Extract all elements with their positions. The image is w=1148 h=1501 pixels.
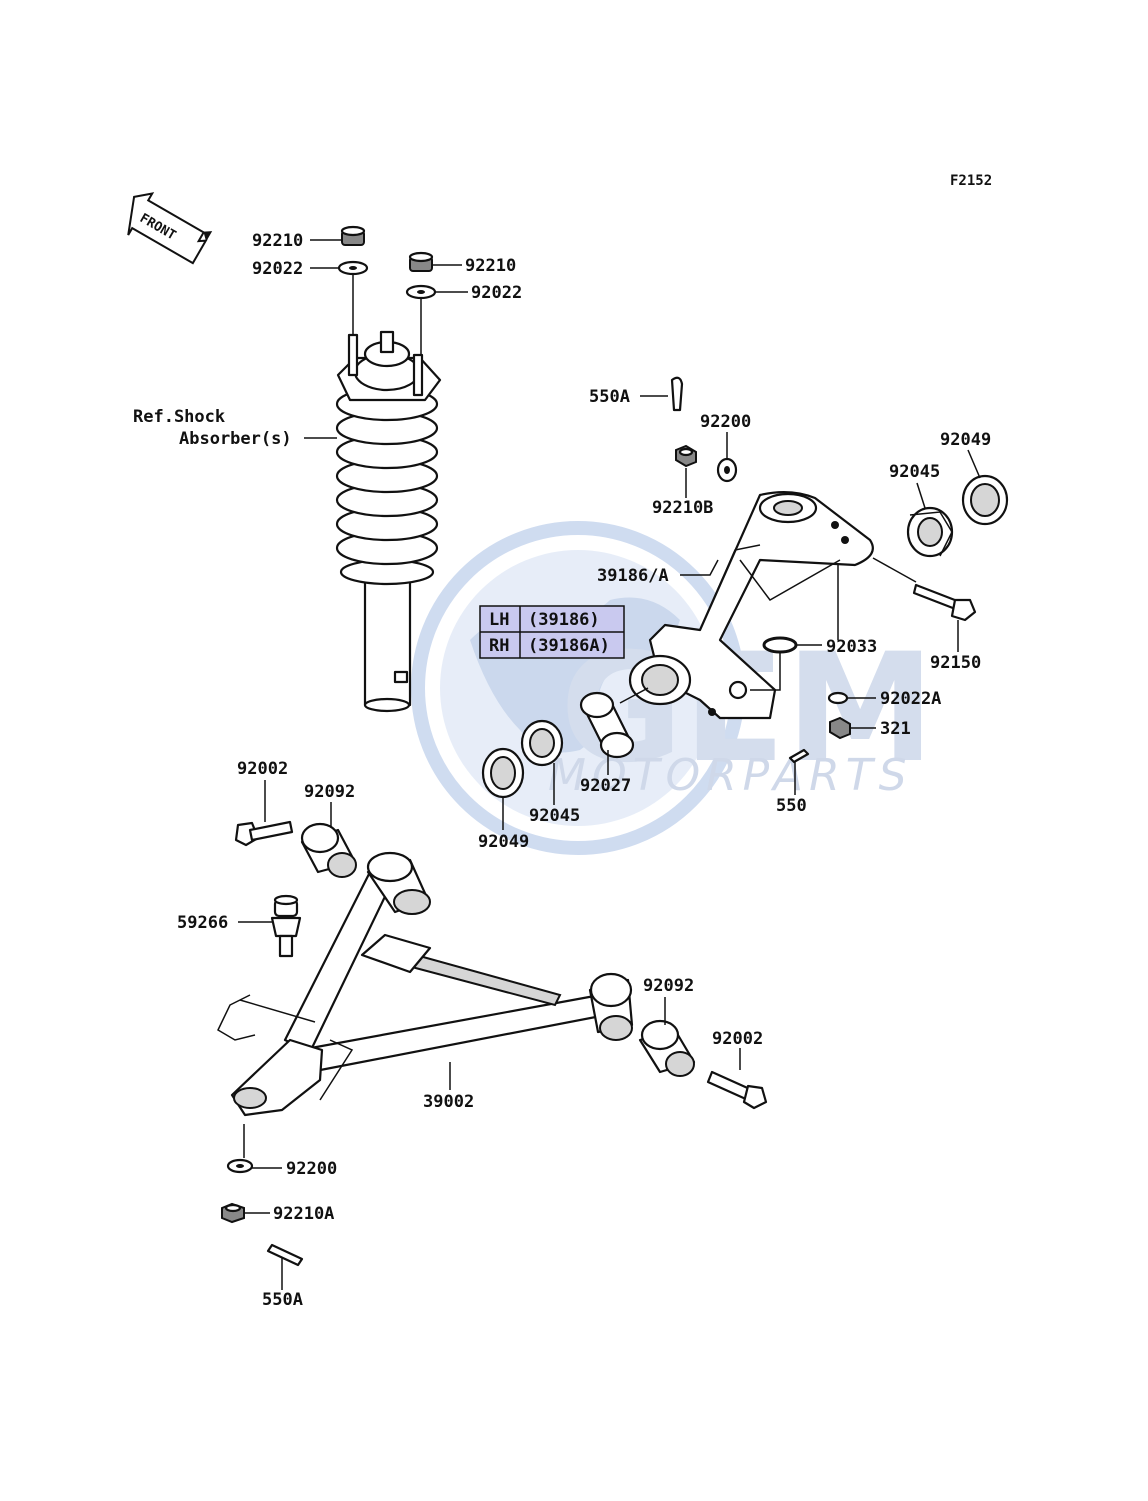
nut-321-icon [829,716,851,740]
table-cell-part: (39186A) [528,636,610,656]
bushing-92092-left-icon [300,822,357,878]
callout-washer-92022-right: 92022 [471,283,522,303]
callout-bolt-92002-right: 92002 [712,1029,763,1049]
callout-bushing-92092-right: 92092 [643,976,694,996]
bearing-92045-right-icon [906,506,954,558]
callout-washer-92200-bottom: 92200 [286,1159,337,1179]
table-cell-side: RH [489,636,509,656]
callout-ball-joint-59266: 59266 [177,913,228,933]
knuckle-39186 [628,491,874,720]
callout-snap-ring-92033: 92033 [826,637,877,657]
callout-washer-92022A: 92022A [880,689,941,709]
cotter-pin-550A-bottom-icon [266,1243,304,1267]
callout-bolt-92002-left: 92002 [237,759,288,779]
ball-joint-59266-icon [270,894,302,958]
bolt-92002-left-icon [234,820,294,847]
callout-labels: 92210 92022 92210 92022 Ref.Shock Absorb… [133,231,991,1310]
callout-bolt-92150: 92150 [930,653,981,673]
front-arrow-icon: FRONT [127,192,213,265]
ref-shock-line1: Ref.Shock [133,407,225,427]
bolt-92150-icon [912,583,977,622]
callout-cotter-pin-550: 550 [776,796,807,816]
callout-knuckle-39186: 39186/A [597,566,669,586]
variant-table: LH (39186) RH (39186A) [479,605,625,659]
nut-92210B-icon [675,444,697,468]
table-cell-part: (39186) [528,610,600,630]
callout-bearing-92045-left: 92045 [529,806,580,826]
callout-seal-92049-right: 92049 [940,430,991,450]
callout-nut-321: 321 [880,719,911,739]
nut-92210A-icon [221,1202,245,1224]
callout-washer-92022-left: 92022 [252,259,303,279]
shock-absorber [335,330,442,713]
washer-92022A-icon [827,691,849,705]
callout-bearing-92045-right: 92045 [889,462,940,482]
bolt-92002-right-icon [706,1070,768,1110]
table-cell-side: LH [489,610,509,630]
callout-washer-92200-top: 92200 [700,412,751,432]
cotter-pin-550-icon [788,748,810,764]
leader-lines [238,239,981,1290]
spacer-92027-icon [579,691,635,759]
callout-cotter-pin-550A-top: 550A [589,387,630,407]
nut-92210-left-icon [340,225,366,246]
bushing-92092-right-icon [638,1019,696,1077]
callout-seal-92049-left: 92049 [478,832,529,852]
ref-shock-line2: Absorber(s) [179,429,292,449]
washer-92200-top-icon [716,457,738,483]
callout-spacer-92027: 92027 [580,776,631,796]
bearing-92045-left-icon [520,719,564,767]
callout-nut-92210-left: 92210 [252,231,303,251]
a-arm-39002 [217,851,634,1117]
figure-code: F2152 [950,173,992,189]
callout-nut-92210A: 92210A [273,1204,334,1224]
callout-arm-39002: 39002 [423,1092,474,1112]
washer-92200-bottom-icon [226,1158,254,1174]
callout-nut-92210-right: 92210 [465,256,516,276]
callout-bushing-92092-left: 92092 [304,782,355,802]
washer-92022-right-icon [405,284,437,300]
seal-92049-left-icon [481,747,525,799]
callout-nut-92210B: 92210B [652,498,713,518]
callout-cotter-pin-550A-bottom: 550A [262,1290,303,1310]
seal-92049-right-icon [961,474,1009,526]
nut-92210-right-icon [408,251,434,272]
washer-92022-left-icon [337,260,369,276]
cotter-pin-550A-top-icon [670,376,684,412]
